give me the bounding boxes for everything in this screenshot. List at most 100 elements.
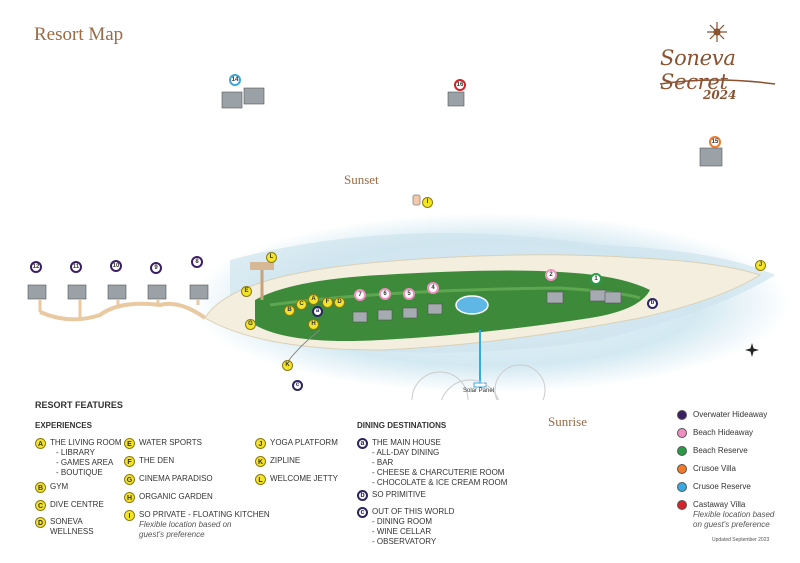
dining-sub: - DINING ROOM	[372, 517, 432, 526]
legend-sub: - BOUTIQUE	[56, 468, 103, 477]
observatory-circle	[411, 371, 469, 400]
legend-note: guest's preference	[139, 530, 205, 539]
legend-label: WATER SPORTS	[139, 438, 202, 447]
legend-note: Flexible location based on	[139, 520, 232, 529]
marker-c[interactable]: c	[292, 380, 303, 391]
castaway-villa-dot-icon	[677, 500, 687, 510]
marker-H[interactable]: H	[308, 319, 319, 330]
villa-marker-2[interactable]: 2	[545, 269, 557, 281]
villa-marker-1[interactable]: 1	[590, 273, 602, 285]
badge-b: b	[357, 490, 368, 501]
badge-K: K	[255, 456, 266, 467]
crusoe-reserve-dot-icon	[677, 482, 687, 492]
badge-E: E	[124, 438, 135, 449]
legend-label: THE LIVING ROOM	[50, 438, 122, 447]
marker-D[interactable]: D	[334, 297, 345, 308]
legend-label: ORGANIC GARDEN	[139, 492, 213, 501]
marker-L[interactable]: L	[266, 252, 277, 263]
marker-B[interactable]: B	[284, 305, 295, 316]
villa-label: Castaway Villa	[693, 500, 746, 509]
villa-marker-4[interactable]: 4	[427, 282, 439, 294]
dining-label: THE MAIN HOUSE	[372, 438, 441, 447]
legend-label: SONEVA	[50, 517, 83, 526]
badge-I: I	[124, 510, 135, 521]
crusoe-houses	[221, 87, 723, 167]
pool	[455, 295, 489, 315]
badge-C: C	[35, 500, 46, 511]
legend-sub: WELLNESS	[50, 527, 94, 536]
marker-I[interactable]: I	[422, 197, 433, 208]
page-title: Resort Map	[34, 24, 124, 45]
legend-label: SO PRIVATE - FLOATING KITCHEN	[139, 510, 270, 519]
villa-marker-15[interactable]: 15	[709, 136, 721, 148]
legend-sub: - LIBRARY	[56, 448, 95, 457]
badge-c: c	[357, 507, 368, 518]
legend-label: ZIPLINE	[270, 456, 301, 465]
logo-name: Soneva Secret	[660, 46, 736, 94]
dining-sub: - WINE CELLAR	[372, 527, 432, 536]
badge-B: B	[35, 482, 46, 493]
badge-G: G	[124, 474, 135, 485]
marker-F[interactable]: F	[322, 297, 333, 308]
marker-b[interactable]: b	[647, 298, 658, 309]
villa-marker-5[interactable]: 5	[403, 288, 415, 300]
legend-sub: - GAMES AREA	[56, 458, 114, 467]
marker-C[interactable]: C	[296, 299, 307, 310]
island-map	[27, 87, 790, 400]
villa-marker-16[interactable]: 16	[454, 79, 466, 91]
villa-label: Crusoe Villa	[693, 464, 736, 473]
beach-villas	[352, 289, 622, 323]
marker-K[interactable]: K	[282, 360, 293, 371]
marker-G[interactable]: G	[245, 319, 256, 330]
villa-label: Overwater Hideaway	[693, 410, 768, 419]
villa-marker-14[interactable]: 14	[229, 74, 241, 86]
villa-label: Crusoe Reserve	[693, 482, 751, 491]
dining-sub: - BAR	[372, 458, 394, 467]
dining-sub: - ALL-DAY DINING	[372, 448, 440, 457]
dining-title: DINING DESTINATIONS	[357, 421, 447, 430]
badge-J: J	[255, 438, 266, 449]
badge-L: L	[255, 474, 266, 485]
logo-year: 2024	[703, 88, 737, 102]
overwater-dot-icon	[677, 410, 687, 420]
villa-label: Beach Reserve	[693, 446, 748, 455]
villa-marker-7[interactable]: 7	[354, 289, 366, 301]
solar-panel-label: Solar Panel	[463, 388, 495, 394]
badge-A: A	[35, 438, 46, 449]
marker-E[interactable]: E	[241, 286, 252, 297]
marker-a[interactable]: a	[312, 306, 323, 317]
villa-marker-8[interactable]: 8	[191, 256, 203, 268]
legend-label: CINEMA PARADISO	[139, 474, 213, 483]
soneva-sun-logo-icon	[659, 22, 776, 85]
sunset-label: Sunset	[344, 172, 379, 187]
dining-sub: - CHEESE & CHARCUTERIE ROOM	[372, 468, 505, 477]
villa-marker-11[interactable]: 11	[70, 261, 82, 273]
overwater-boardwalk	[39, 301, 207, 322]
villa-label: Beach Hideaway	[693, 428, 754, 437]
legend-label: THE DEN	[139, 456, 175, 465]
dining-label: SO PRIMITIVE	[372, 490, 426, 499]
marker-A[interactable]: A	[308, 294, 319, 305]
villa-marker-12[interactable]: 12	[30, 261, 42, 273]
updated-note: Updated September 2023	[712, 537, 770, 543]
badge-a: a	[357, 438, 368, 449]
dining-sub: - CHOCOLATE & ICE CREAM ROOM	[372, 478, 508, 487]
marker-J[interactable]: J	[755, 260, 766, 271]
dining-sub: - OBSERVATORY	[372, 537, 437, 546]
floating-kitchen	[412, 194, 421, 206]
experiences-title: EXPERIENCES	[35, 421, 92, 430]
beach-hideaway-dot-icon	[677, 428, 687, 438]
villa-marker-9[interactable]: 9	[150, 262, 162, 274]
compass-icon	[745, 343, 759, 357]
villa-marker-10[interactable]: 10	[110, 260, 122, 272]
badge-D: D	[35, 517, 46, 528]
beach-reserve-dot-icon	[677, 446, 687, 456]
crusoe-villa-dot-icon	[677, 464, 687, 474]
legend-label: GYM	[50, 482, 69, 491]
resort-features-title: RESORT FEATURES	[35, 400, 123, 410]
badge-H: H	[124, 492, 135, 503]
legend-label: YOGA PLATFORM	[270, 438, 338, 447]
villa-marker-6[interactable]: 6	[379, 288, 391, 300]
villa-note: Flexible location based	[693, 510, 775, 519]
